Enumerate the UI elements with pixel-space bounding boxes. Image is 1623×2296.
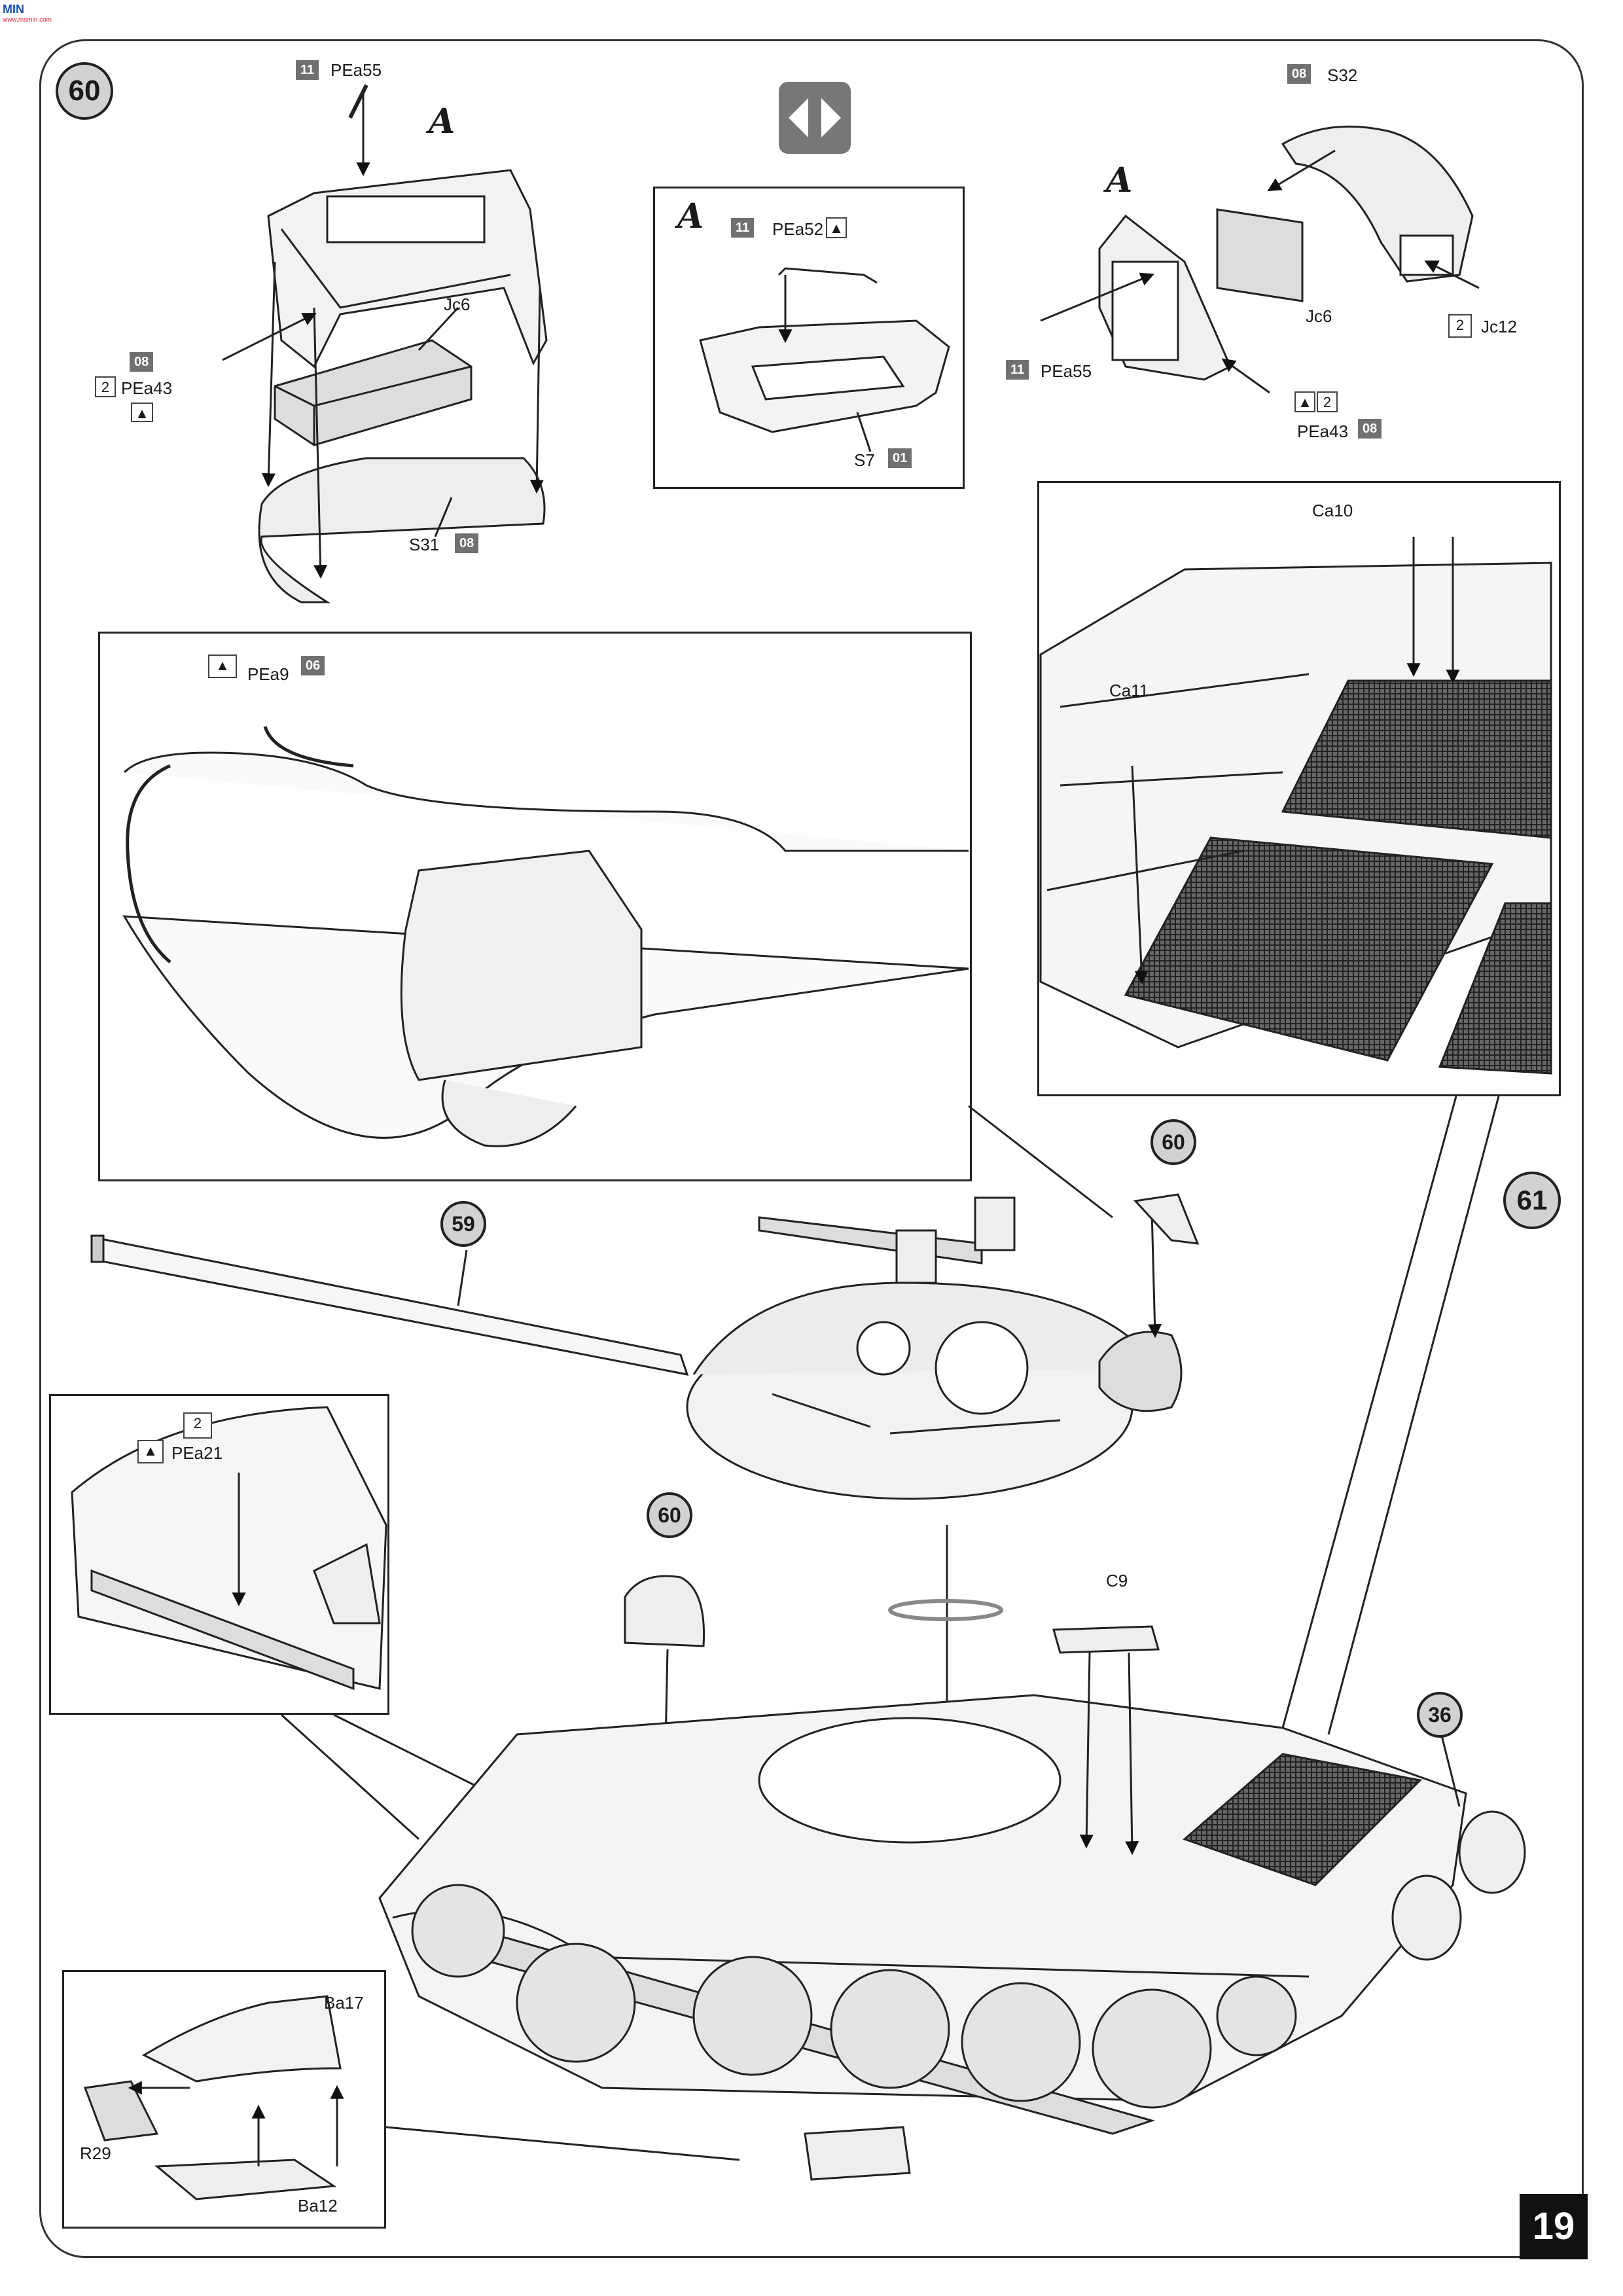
part-label: PEa55 [1041,361,1092,381]
sprue-tag: 11 [1006,360,1029,380]
sprue-tag: 08 [455,533,479,553]
part-label: C9 [1106,1571,1128,1590]
photo-etch-icon: 2 [1448,314,1472,338]
part-label: S7 [854,450,875,470]
part-label: Ba17 [324,1993,364,2013]
photo-etch-icon: ▲ [826,217,847,238]
part-label: PEa43 [1297,422,1349,441]
step-61-badge: 61 [1503,1172,1561,1229]
part-label: Jc6 [444,295,471,314]
publisher-logo: MIN www.msmin.com [3,3,52,24]
part-label: Jc6 [1306,306,1332,326]
sprue-tag: 11 [296,60,319,80]
step-59-reference: 59 [440,1201,486,1247]
eye-icon: ▲ [137,1440,164,1463]
page-number: 19 [1520,2194,1588,2259]
photo-etch-icon: 2 [95,376,116,397]
part-label: Ca10 [1312,501,1353,520]
sprue-tag: 08 [1287,64,1311,84]
sub-assembly-a-right: A [1106,160,1133,200]
sprue-tag: 11 [731,218,755,238]
sub-assembly-a-main: A [429,101,455,141]
part-label: PEa21 [171,1443,223,1463]
logo-text: MIN [3,3,24,16]
sprue-tag: 08 [1358,419,1382,439]
part-label: PEa52 [772,219,824,239]
part-label: Jc12 [1481,317,1517,336]
part-label: PEa55 [330,60,382,80]
logo-url: www.msmin.com [3,16,52,24]
eye-icon: ▲ [1294,391,1315,412]
photo-etch-icon: 2 [183,1412,212,1439]
sprue-tag: 08 [130,352,154,372]
turret-detail-box [98,632,972,1181]
step-36-reference: 36 [1417,1692,1463,1738]
eye-icon: ▲ [131,403,153,422]
eye-icon: ▲ [208,655,237,678]
grille-detail-box [1037,481,1561,1096]
step-60-reference-hull: 60 [647,1492,692,1538]
part-label: S32 [1327,65,1358,85]
part-label: Ca11 [1109,681,1149,700]
part-label: PEa43 [121,378,173,398]
part-label: Ba12 [298,2196,338,2215]
part-label: PEa9 [247,664,289,684]
part-label: R29 [80,2144,111,2163]
sub-assembly-a-detail: A [677,196,704,236]
sprue-tag: 01 [888,448,912,468]
sprue-tag: 06 [301,656,325,675]
step-60-reference-turret: 60 [1150,1119,1196,1165]
part-label: S31 [409,535,440,554]
step-60-badge: 60 [56,62,113,120]
photo-etch-icon: 2 [1317,391,1338,412]
fender-detail-box [49,1394,389,1715]
